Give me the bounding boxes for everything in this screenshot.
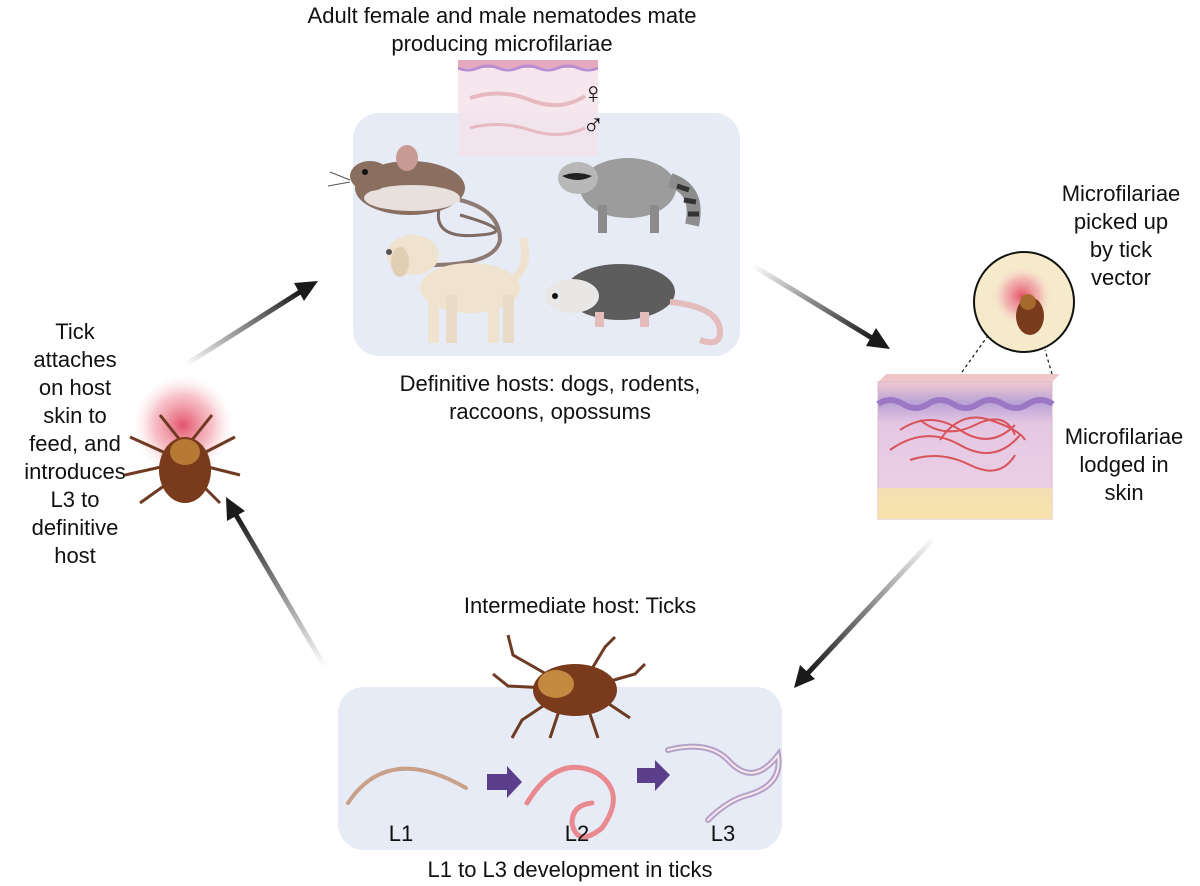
l1-larva <box>346 766 468 805</box>
definitive-hosts-caption: Definitive hosts: dogs, rodents, raccoon… <box>399 371 701 424</box>
raccoon-illustration <box>558 158 701 233</box>
stage-arrow-2 <box>637 760 670 791</box>
tick-vector-label: Microfilariae picked up by tick vector <box>1061 181 1181 290</box>
opossum-illustration <box>545 264 724 346</box>
cycle-arrow-to-skin <box>750 262 890 349</box>
stage-label-l2: L2 <box>564 821 590 846</box>
skin-label: Microfilariae lodged in skin <box>1064 424 1184 505</box>
cycle-arrow-to-hosts <box>183 281 318 368</box>
adult-mate-title: Adult female and male nematodes mate pro… <box>307 3 697 56</box>
intermediate-host-title: Intermediate host: Ticks <box>463 593 697 618</box>
male-symbol: ♂ <box>582 109 605 142</box>
skin-cross-section <box>876 374 1060 520</box>
attaching-tick <box>124 375 241 505</box>
cycle-arrow-to-attach <box>226 497 328 669</box>
stage-label-l3: L3 <box>710 821 736 846</box>
stage-label-l1: L1 <box>388 821 414 846</box>
mouse-illustration <box>327 145 503 267</box>
cycle-arrow-to-ticks <box>794 535 937 688</box>
stage-arrow-1 <box>487 766 522 798</box>
adult-nematodes-skin-strip <box>457 60 599 156</box>
male-worm <box>469 123 586 136</box>
tick-attach-label: Tick attaches on host skin to feed, and … <box>24 319 126 568</box>
female-symbol: ♀ <box>582 77 605 110</box>
intermediate-host-tick <box>492 634 647 739</box>
dog-illustration <box>386 235 530 343</box>
development-caption: L1 to L3 development in ticks <box>427 857 713 882</box>
female-worm <box>469 91 587 108</box>
microfilariae-in-skin <box>889 416 1026 472</box>
l2-larva <box>524 764 616 840</box>
raccoon-tail <box>667 173 701 227</box>
l3-larva <box>665 743 782 823</box>
tick-vector-zoom <box>961 251 1075 375</box>
